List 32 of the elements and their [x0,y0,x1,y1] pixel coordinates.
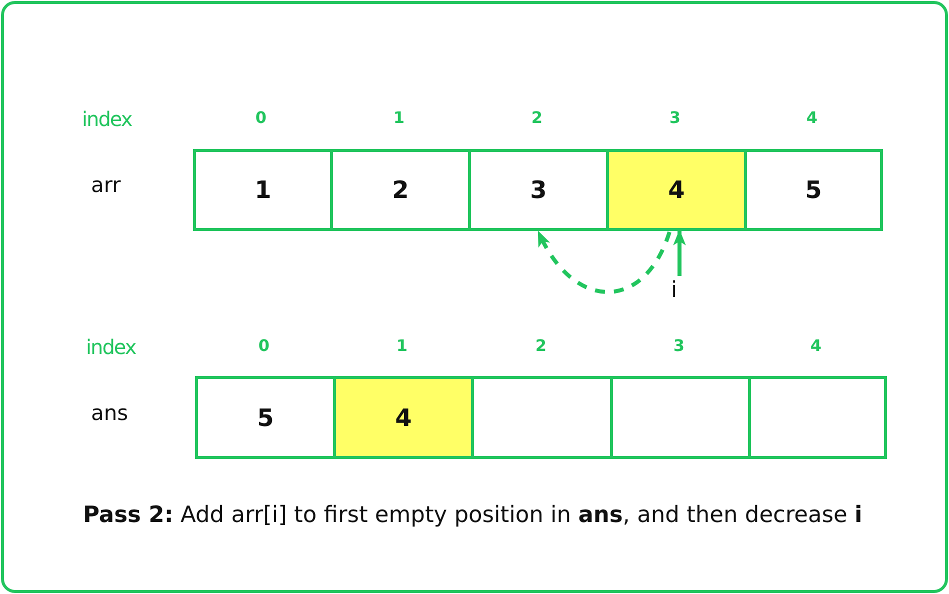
index-number: 4 [810,338,822,354]
index-number: 4 [806,110,818,126]
array-cell [606,149,747,231]
index-heading: index [86,337,136,357]
array-cell [195,376,336,459]
array-name: arr [91,175,121,196]
index-number: 0 [258,338,270,354]
index-heading: index [82,109,132,129]
index-number: 1 [393,110,405,126]
caption: Pass 2: Add arr[i] to first empty position in ans, and then decrease i [83,504,862,526]
cell-value: 5 [805,178,822,202]
index-number: 1 [396,338,408,354]
cell-value: 5 [257,406,274,430]
arrow [673,229,686,276]
index-number: 2 [531,110,543,126]
array-cell [468,149,609,231]
cell-value: 2 [392,178,409,202]
cell-value: 3 [530,178,547,202]
cell-value: 4 [395,406,412,430]
index-number: 2 [535,338,547,354]
array-cell [330,149,471,231]
array-cell [193,149,333,231]
index-number: 3 [673,338,685,354]
pointer-label: i [671,280,678,302]
index-number: 0 [255,110,267,126]
array-name: ans [91,403,128,424]
cell-value: 1 [254,178,272,202]
index-number: 3 [669,110,681,126]
array-cell [744,149,883,231]
array-cell [333,376,474,459]
dashed-arrow [536,230,672,294]
cell-value: 4 [668,178,685,202]
